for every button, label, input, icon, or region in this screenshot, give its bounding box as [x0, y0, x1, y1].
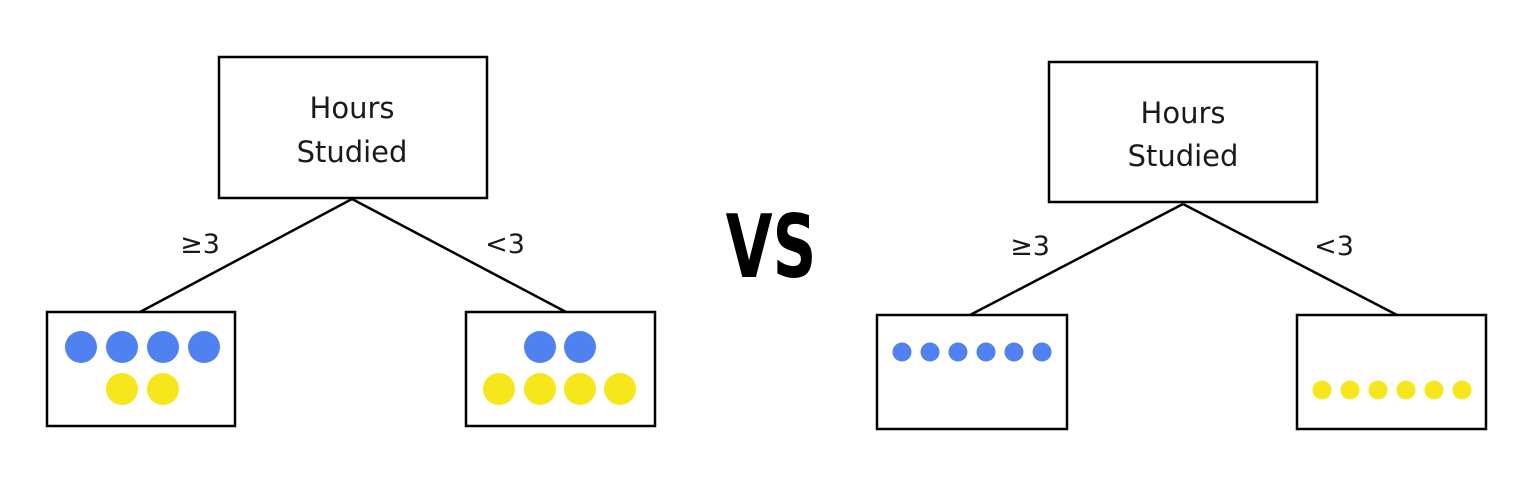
yellow-dot [1424, 380, 1444, 400]
yellow-dot [564, 373, 596, 405]
tree-2-root-node [1047, 60, 1319, 204]
tree-1-left-leaf-dots [65, 331, 220, 405]
tree-2-root-label-line2: Studied [1128, 139, 1239, 173]
blue-dot [1032, 342, 1052, 362]
tree-1-left-edge [139, 197, 353, 314]
yellow-dot [483, 373, 515, 405]
blue-dot [920, 342, 940, 362]
yellow-dot [524, 373, 556, 405]
tree-1-left-leaf [45, 310, 237, 428]
tree-1-root-label-line1: Hours [310, 91, 395, 125]
tree-2-left-edge-label: ≥3 [1010, 231, 1050, 262]
blue-dot [147, 331, 179, 363]
tree-2-left-leaf [875, 313, 1069, 431]
tree-1-right-leaf [464, 310, 657, 428]
tree-1: Hours Studied ≥3 <3 [45, 55, 657, 428]
blue-dot [948, 342, 968, 362]
tree-2: Hours Studied ≥3 <3 [875, 60, 1488, 431]
tree-2-root-label-line1: Hours [1141, 96, 1226, 130]
tree-2-left-edge [969, 202, 1184, 317]
yellow-dot [604, 373, 636, 405]
yellow-dot [1368, 380, 1388, 400]
yellow-dot [147, 373, 179, 405]
blue-dot [65, 331, 97, 363]
blue-dot [1004, 342, 1024, 362]
yellow-dot [1340, 380, 1360, 400]
tree-1-left-edge-label: ≥3 [180, 229, 220, 260]
blue-dot [564, 331, 596, 363]
tree-2-right-edge-label: <3 [1314, 231, 1354, 262]
yellow-dot [106, 373, 138, 405]
tree-2-right-leaf-dots [1312, 380, 1472, 400]
blue-dot [892, 342, 912, 362]
tree-1-root-node [217, 55, 489, 200]
tree-1-right-edge [351, 197, 567, 314]
tree-1-right-leaf-dots [483, 331, 636, 405]
blue-dot [106, 331, 138, 363]
tree-2-right-edge [1182, 202, 1398, 317]
blue-dot [976, 342, 996, 362]
tree-1-right-edge-label: <3 [485, 229, 525, 260]
tree-2-right-leaf [1295, 313, 1488, 431]
vs-label: VS [726, 196, 817, 298]
blue-dot [524, 331, 556, 363]
tree-1-root-label-line2: Studied [297, 135, 408, 169]
yellow-dot [1452, 380, 1472, 400]
blue-dot [188, 331, 220, 363]
tree-2-left-leaf-dots [892, 342, 1052, 362]
yellow-dot [1312, 380, 1332, 400]
yellow-dot [1396, 380, 1416, 400]
